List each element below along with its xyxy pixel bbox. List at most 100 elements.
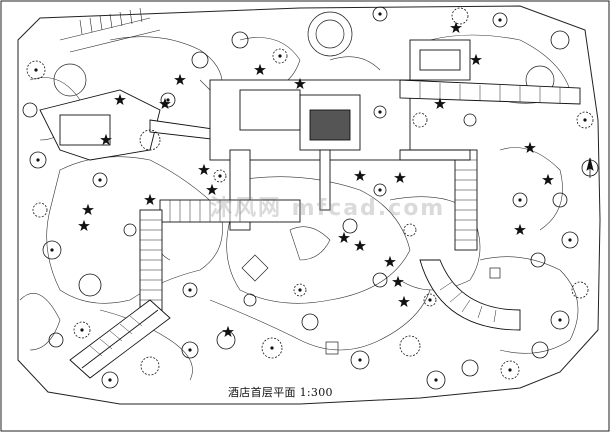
tree-symbol-icon bbox=[512, 192, 528, 208]
shrub-symbol-icon bbox=[159, 97, 171, 109]
tree-trunk-mark bbox=[218, 174, 222, 178]
shrub-symbol-icon bbox=[450, 21, 462, 33]
shrub-symbol-icon bbox=[144, 193, 156, 205]
tree-trunk-mark bbox=[378, 12, 382, 16]
watermark: 沐风网 mfcad.com bbox=[210, 196, 446, 221]
tree-symbol-icon bbox=[261, 337, 283, 359]
shrub-symbol-icon bbox=[78, 219, 90, 231]
tree-trunk-mark bbox=[518, 198, 522, 202]
shrub-symbol-icon bbox=[206, 183, 218, 195]
tree-symbol-icon bbox=[576, 111, 594, 129]
tree-trunk-mark bbox=[358, 358, 362, 362]
tree-trunk-mark bbox=[498, 18, 502, 22]
tree-trunk-mark bbox=[278, 54, 282, 58]
tree-symbol-icon bbox=[101, 371, 119, 389]
tree-symbol-icon bbox=[42, 240, 62, 260]
tree-symbol-icon bbox=[550, 30, 570, 50]
shrub-symbol-icon bbox=[394, 171, 406, 183]
tree-symbol-icon bbox=[140, 356, 160, 376]
tree-trunk-mark bbox=[188, 288, 192, 292]
tree-symbols bbox=[22, 6, 594, 390]
shrub-symbol-icon bbox=[524, 141, 536, 153]
tree-trunk-mark bbox=[108, 378, 112, 382]
tree-trunk-mark bbox=[34, 68, 38, 72]
tree-symbol-icon bbox=[373, 105, 387, 119]
tree-symbol-icon bbox=[48, 332, 64, 348]
room-partitions bbox=[89, 82, 561, 357]
tree-symbol-icon bbox=[463, 113, 477, 127]
tree-symbol-icon bbox=[272, 48, 288, 64]
shrub-symbol-icon bbox=[82, 203, 94, 215]
tree-trunk-mark bbox=[378, 188, 382, 192]
tree-symbol-icon bbox=[350, 350, 370, 370]
shrub-symbol-icon bbox=[338, 231, 350, 243]
shrub-symbol-icon bbox=[470, 53, 482, 65]
tree-symbol-icon bbox=[550, 310, 570, 330]
site-boundary bbox=[17, 5, 601, 405]
tree-symbol-icon bbox=[191, 51, 209, 69]
tree-trunk-mark bbox=[98, 178, 102, 182]
tree-symbol-icon bbox=[426, 370, 446, 390]
tree-trunk-mark bbox=[558, 318, 562, 322]
shrub-symbol-icon bbox=[198, 163, 210, 175]
tree-symbol-icon bbox=[73, 321, 91, 339]
tree-trunk-mark bbox=[188, 348, 192, 352]
tree-trunk-mark bbox=[50, 248, 54, 252]
tree-trunk-mark bbox=[80, 328, 84, 332]
tree-symbol-icon bbox=[571, 281, 589, 299]
tree-symbol-icon bbox=[423, 293, 437, 307]
tree-symbol-icon bbox=[412, 112, 428, 128]
tree-trunk-mark bbox=[298, 288, 302, 292]
tree-symbol-icon bbox=[492, 12, 508, 28]
tree-symbol-icon bbox=[461, 359, 479, 377]
tree-symbol-icon bbox=[182, 282, 198, 298]
tree-trunk-mark bbox=[270, 346, 274, 350]
tree-trunk-mark bbox=[36, 158, 40, 162]
tree-symbol-icon bbox=[123, 223, 137, 237]
tree-symbol-icon bbox=[372, 272, 388, 288]
tree-symbol-icon bbox=[301, 313, 319, 331]
tree-symbol-icon bbox=[92, 172, 108, 188]
tree-symbol-icon bbox=[22, 102, 38, 118]
shrub-symbol-icon bbox=[222, 325, 234, 337]
shrub-symbol-icon bbox=[114, 93, 126, 105]
tree-symbol-icon bbox=[32, 202, 48, 218]
shrub-symbol-icon bbox=[254, 63, 266, 75]
shrub-symbol-icon bbox=[542, 173, 554, 185]
north-arrow-icon bbox=[581, 157, 599, 178]
tree-symbol-icon bbox=[500, 360, 520, 380]
shrub-symbol-icon bbox=[398, 295, 410, 307]
tree-symbol-icon bbox=[26, 60, 46, 80]
hotel-building bbox=[39, 39, 581, 379]
tree-symbol-icon bbox=[372, 6, 388, 22]
tree-symbol-icon bbox=[399, 335, 421, 357]
shrub-symbol-icon bbox=[434, 97, 446, 109]
tree-trunk-mark bbox=[428, 298, 432, 302]
shrub-symbol-icon bbox=[294, 77, 306, 89]
tree-symbol-icon bbox=[531, 341, 549, 359]
tree-trunk-mark bbox=[378, 110, 382, 114]
tree-symbol-icon bbox=[342, 218, 358, 234]
shrub-symbol-icon bbox=[100, 133, 112, 145]
tree-symbol-icon bbox=[181, 341, 199, 359]
shrub-symbol-icon bbox=[174, 73, 186, 85]
tree-trunk-mark bbox=[568, 238, 572, 242]
tree-symbol-icon bbox=[293, 283, 307, 297]
tree-symbol-icon bbox=[561, 231, 579, 249]
tree-symbol-icon bbox=[552, 192, 568, 208]
shrub-symbol-icon bbox=[354, 239, 366, 251]
kiosks bbox=[241, 254, 501, 355]
tree-symbol-icon bbox=[403, 223, 417, 237]
tree-symbol-icon bbox=[213, 169, 227, 183]
tree-symbol-icon bbox=[373, 183, 387, 197]
tree-symbol-icon bbox=[451, 7, 469, 25]
parking-lot bbox=[59, 7, 161, 53]
shrub-symbol-icon bbox=[392, 275, 404, 287]
tree-trunk-mark bbox=[583, 118, 587, 122]
shrub-symbol-icon bbox=[384, 255, 396, 267]
tree-symbol-icon bbox=[243, 293, 257, 307]
tree-trunk-mark bbox=[508, 368, 512, 372]
tree-symbol-icon bbox=[139, 129, 161, 151]
tree-symbol-icon bbox=[78, 273, 102, 297]
